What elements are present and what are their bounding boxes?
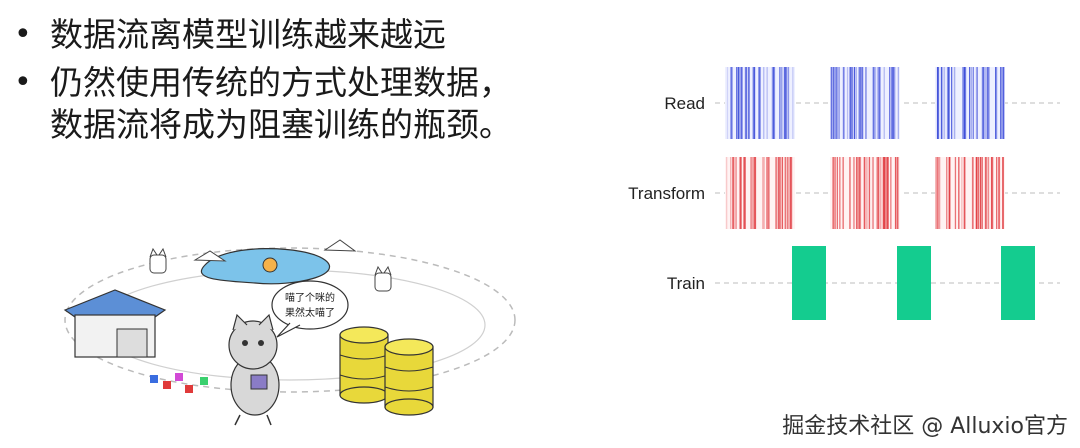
cartoon-illustration: 喵了个咪的 果然太喵了 <box>63 239 516 426</box>
database-stack-left <box>339 326 389 404</box>
train-block <box>897 246 931 320</box>
data-cubes <box>150 373 208 393</box>
speech-bubble: 喵了个咪的 果然太喵了 <box>271 280 349 338</box>
main-cat <box>228 313 280 426</box>
read-activity-block <box>725 67 795 139</box>
timeline-row-label: Read <box>664 94 705 113</box>
bullet-list: • 数据流离模型训练越来越远 • 仍然使用传统的方式处理数据， 数据流将成为阻塞… <box>14 14 614 152</box>
train-block <box>1001 246 1035 320</box>
bullet-item: • 数据流离模型训练越来越远 <box>14 14 614 56</box>
snow-mound <box>193 250 227 262</box>
house <box>63 289 167 358</box>
bullet-text: 仍然使用传统的方式处理数据， 数据流将成为阻塞训练的瓶颈。 <box>50 63 512 144</box>
speech-bubble-line1: 喵了个咪的 <box>285 291 335 304</box>
speech-bubble-line2: 果然太喵了 <box>285 306 335 319</box>
train-block <box>792 246 826 320</box>
read-activity-block <box>830 67 900 139</box>
database-stack-right <box>384 338 434 416</box>
snow-mound <box>323 239 357 252</box>
fish-in-lake <box>262 257 278 273</box>
timeline-row-label: Train <box>667 274 705 293</box>
watermark: 掘金技术社区 @ Alluxio官方 <box>782 414 1068 439</box>
small-cat-left <box>149 247 167 274</box>
river-loop <box>64 247 516 393</box>
read-activity-block <box>935 67 1005 139</box>
transform-activity-block <box>935 157 1005 229</box>
timeline-row-label: Transform <box>628 184 705 203</box>
bullet-dot: • <box>14 65 32 100</box>
bullet-item: • 仍然使用传统的方式处理数据， 数据流将成为阻塞训练的瓶颈。 <box>14 62 614 146</box>
bullet-text: 数据流离模型训练越来越远 <box>50 15 446 54</box>
transform-activity-block <box>830 157 900 229</box>
bullet-dot: • <box>14 17 32 52</box>
small-cat-right <box>374 265 392 292</box>
transform-activity-block <box>725 157 795 229</box>
